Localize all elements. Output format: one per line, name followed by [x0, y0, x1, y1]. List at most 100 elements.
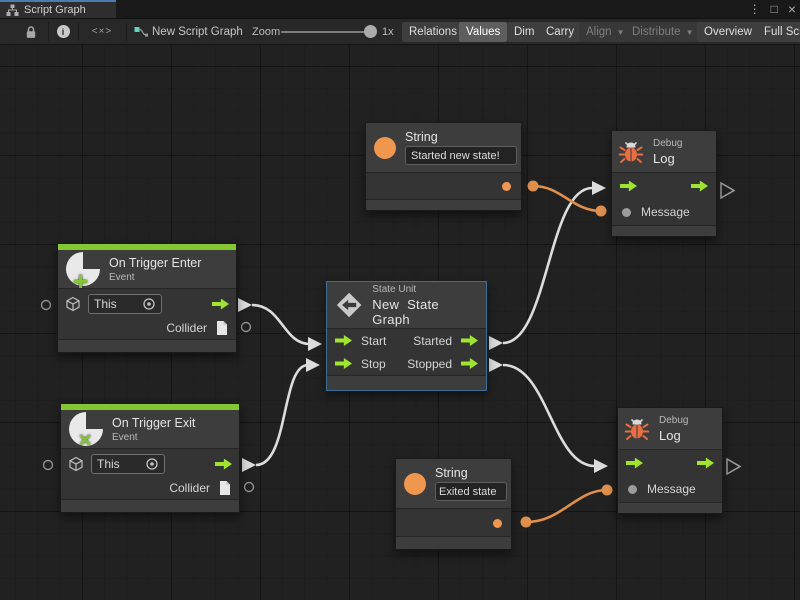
port-flow-in[interactable]: [626, 457, 643, 469]
port-label: Collider: [166, 321, 207, 335]
node-on-trigger-exit[interactable]: ✕ On Trigger Exit Event This: [60, 403, 240, 513]
port-label: Start: [361, 333, 387, 348]
info-button[interactable]: i: [52, 19, 74, 44]
port-stopped-out[interactable]: [461, 358, 478, 369]
event-icon: +: [66, 252, 100, 294]
self-target-value: This: [97, 457, 120, 471]
document-icon: [220, 481, 230, 495]
port-start-in[interactable]: [335, 335, 352, 346]
node-category: Debug: [659, 414, 689, 426]
port-flow-in[interactable]: [620, 180, 637, 192]
angle-x-icon: <×>: [91, 26, 113, 37]
self-target-value: This: [94, 297, 117, 311]
fullscreen-button[interactable]: Full Scr: [757, 22, 800, 42]
object-picker-icon[interactable]: [145, 457, 159, 471]
close-icon[interactable]: ×: [787, 1, 796, 17]
zoom-label: Zoom: [252, 25, 281, 38]
gameobject-cube-icon: [69, 456, 83, 472]
node-debug-log-bottom[interactable]: Debug Log Message: [617, 407, 723, 514]
sitemap-icon: [6, 4, 19, 16]
port-label: Started: [413, 333, 452, 348]
distribute-button[interactable]: Distribute ▼: [625, 22, 701, 42]
align-label: Align: [586, 26, 612, 38]
node-footer: [618, 502, 722, 513]
zoom-slider-track[interactable]: [281, 31, 371, 33]
plus-icon: +: [73, 266, 89, 296]
node-debug-log-top[interactable]: Debug Log Message: [611, 130, 717, 237]
bug-icon: [618, 141, 644, 163]
tab-label: Script Graph: [24, 4, 86, 16]
port-string-output[interactable]: [502, 182, 511, 191]
lock-icon: [26, 25, 36, 38]
port-string-output[interactable]: [493, 519, 502, 528]
self-target-dropdown[interactable]: This: [91, 454, 165, 474]
event-icon: ✕: [69, 412, 103, 450]
align-button[interactable]: Align ▼: [579, 22, 632, 42]
node-on-trigger-enter[interactable]: + On Trigger Enter Event This: [57, 243, 237, 353]
overview-button[interactable]: Overview: [697, 22, 759, 42]
node-subtitle: Event: [112, 431, 138, 443]
document-icon: [217, 321, 227, 335]
port-flow-out[interactable]: [212, 298, 229, 310]
node-title: String: [435, 466, 468, 480]
node-footer: [327, 375, 486, 390]
zoom-slider-handle[interactable]: [364, 25, 377, 38]
node-title: On Trigger Exit: [112, 415, 196, 430]
node-category: Debug: [653, 137, 683, 149]
node-category: State Unit: [372, 283, 417, 295]
port-label: Collider: [169, 481, 210, 495]
node-title: Log: [659, 427, 681, 443]
string-literal-icon: [374, 136, 396, 159]
values-button[interactable]: Values: [459, 22, 508, 42]
port-flow-out[interactable]: [215, 458, 232, 470]
toolbar-separator: [48, 22, 49, 41]
self-target-dropdown[interactable]: This: [88, 294, 162, 314]
titlebar: Script Graph ⋮ □ ×: [0, 0, 800, 18]
port-message-in[interactable]: [622, 207, 631, 217]
string-value-input[interactable]: [405, 146, 517, 165]
x-icon: ✕: [78, 431, 93, 450]
object-picker-icon[interactable]: [142, 297, 156, 311]
state-unit-icon: [336, 292, 362, 318]
port-message-in[interactable]: [628, 484, 637, 494]
port-flow-out[interactable]: [691, 180, 708, 192]
node-title: New State Graph: [372, 296, 439, 327]
dim-button[interactable]: Dim: [507, 22, 542, 42]
node-string-top[interactable]: String: [365, 122, 522, 211]
distribute-label: Distribute: [632, 26, 681, 38]
chevron-down-icon: ▼: [685, 27, 694, 37]
port-label: Stop: [361, 356, 386, 371]
event-accent-bar: [58, 244, 236, 250]
node-title: On Trigger Enter: [109, 255, 202, 270]
node-subtitle: Event: [109, 271, 135, 283]
gameobject-cube-icon: [66, 296, 80, 312]
string-value-input[interactable]: [435, 482, 507, 501]
chevron-down-icon: ▼: [616, 27, 625, 37]
info-icon: i: [56, 25, 70, 38]
maximize-icon[interactable]: □: [770, 2, 778, 16]
port-flow-out[interactable]: [697, 457, 714, 469]
bug-icon: [624, 418, 650, 440]
node-footer: [612, 225, 716, 236]
port-stop-in[interactable]: [335, 358, 352, 369]
node-state-unit[interactable]: State Unit New State Graph Start Started…: [326, 281, 487, 391]
code-view-button[interactable]: <×>: [82, 19, 122, 44]
port-started-out[interactable]: [461, 335, 478, 346]
node-title: String: [405, 130, 438, 144]
node-footer: [58, 339, 236, 352]
node-footer: [366, 199, 521, 210]
node-title: Log: [653, 150, 675, 166]
toolbar-separator: [126, 22, 127, 41]
relations-button[interactable]: Relations: [402, 22, 464, 42]
graph-name-label: New Script Graph: [152, 25, 243, 38]
carry-button[interactable]: Carry: [539, 22, 582, 42]
window-controls: ⋮ □ ×: [749, 0, 796, 18]
toolbar: i <×> New Script Graph Zoom 1x Relations…: [0, 18, 800, 45]
node-string-bottom[interactable]: String: [395, 458, 512, 550]
more-icon[interactable]: ⋮: [748, 2, 761, 16]
string-literal-icon: [404, 472, 426, 495]
lock-button[interactable]: [20, 19, 42, 44]
tab-script-graph[interactable]: Script Graph: [0, 0, 116, 18]
port-label: Message: [641, 205, 690, 219]
node-footer: [396, 536, 511, 549]
